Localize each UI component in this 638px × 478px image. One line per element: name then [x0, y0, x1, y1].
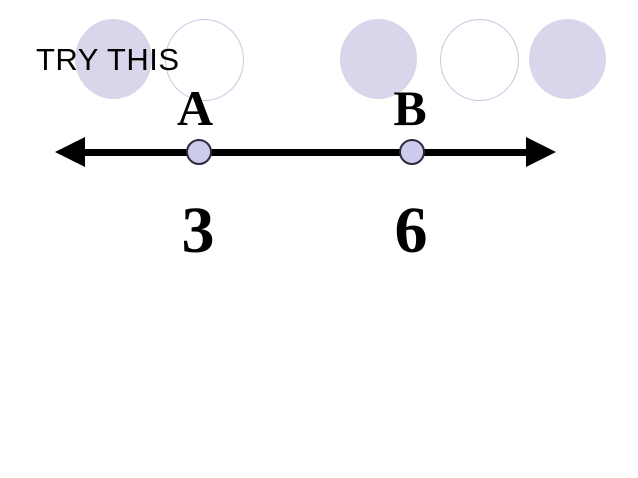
- decorative-circle: [529, 19, 606, 99]
- point-value-b: 6: [394, 194, 428, 267]
- point-label-a: A: [176, 80, 214, 136]
- point-marker-a: [186, 139, 212, 165]
- decorative-circle: [440, 19, 519, 101]
- slide-title: TRY THIS: [36, 42, 180, 77]
- number-line-axis: [72, 149, 534, 156]
- point-value-a: 3: [181, 194, 215, 267]
- point-label-b: B: [393, 80, 427, 136]
- point-marker-b: [399, 139, 425, 165]
- decorative-circle: [75, 19, 152, 99]
- left-arrow-icon: [55, 137, 85, 167]
- right-arrow-icon: [526, 137, 556, 167]
- decorative-circle: [340, 19, 417, 99]
- decorative-circle: [165, 19, 244, 101]
